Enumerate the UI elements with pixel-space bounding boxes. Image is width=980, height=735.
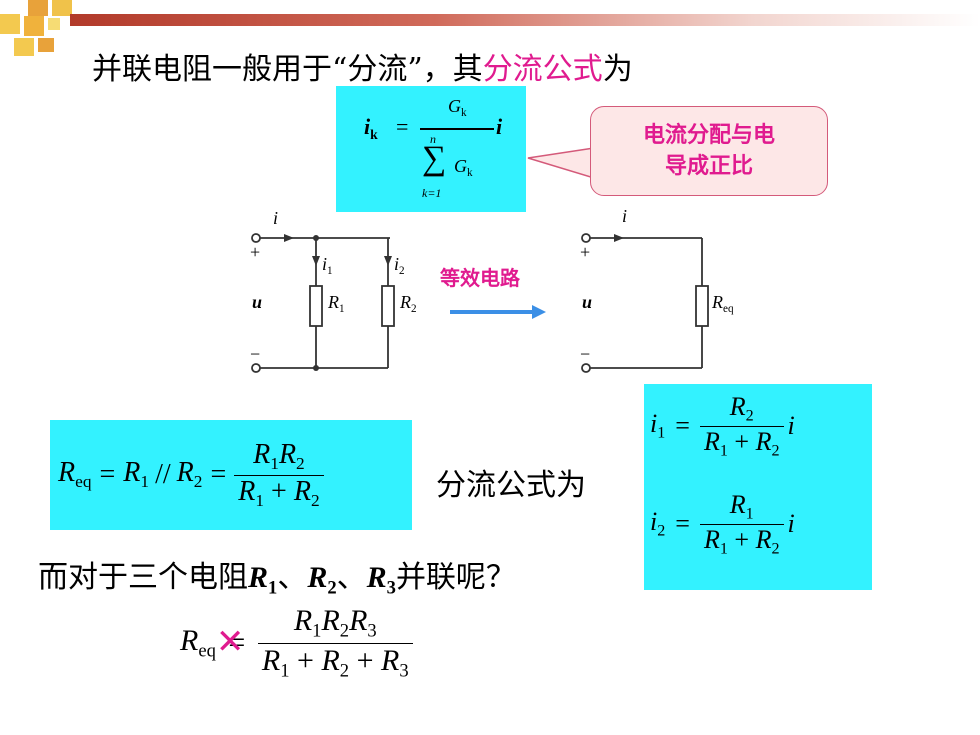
left-plus: + — [250, 242, 261, 262]
resistor-req — [695, 285, 709, 327]
formula-i1: i1 = R2 R1 + R2 i — [650, 392, 795, 460]
current-split-formula-box: i1 = R2 R1 + R2 i i2 = R1 R1 + R2 i — [644, 384, 872, 590]
resistor-r2 — [381, 285, 395, 327]
formula-rhs: i — [496, 114, 503, 139]
req-r2: R2 — [176, 457, 203, 492]
divider-formula-label: 分流公式为 — [436, 468, 586, 503]
req-r1: R1 — [123, 457, 150, 492]
terminal-bottom — [251, 363, 261, 373]
current-divider-formula-box: ik = Gk n ∑ k=1 Gk i — [336, 86, 526, 212]
parallel-circuit-diagram — [251, 233, 395, 373]
callout-pointer — [527, 147, 596, 180]
question-r1: R1 — [248, 561, 278, 599]
req-lhs: Req — [58, 457, 92, 492]
req-parallel: // — [155, 459, 171, 490]
formula-denominator: Gk — [454, 156, 473, 179]
left-voltage-u: u — [252, 292, 263, 312]
sum-upper: n — [430, 132, 436, 146]
formula-fraction-bar — [420, 128, 494, 130]
title-prefix: 并联电阻一般用于“分流”，其 — [92, 52, 483, 87]
right-plus: + — [580, 242, 591, 262]
question-line: 而对于三个电阻R1、R2、R3并联呢？ — [38, 560, 516, 599]
top-bar — [70, 14, 980, 26]
callout-text: 电流分配与电导成正比 — [642, 122, 775, 179]
req-eq2: = — [210, 459, 227, 490]
left-current-i: i — [273, 208, 279, 228]
right-current-i: i — [622, 206, 628, 226]
equivalent-circuit-diagram — [581, 233, 709, 373]
callout-bubble: 电流分配与电导成正比 — [590, 106, 828, 196]
right-voltage-u: u — [582, 292, 593, 312]
title-highlight: 分流公式 — [482, 52, 603, 87]
label-i2: i2 — [394, 254, 405, 277]
formula-eq: = — [396, 114, 409, 139]
corner-logo — [0, 0, 80, 60]
formula-lhs: ik — [364, 114, 378, 142]
label-req: Req — [712, 292, 734, 315]
three-fraction: R1R2R3 R1 + R2 + R3 — [257, 604, 413, 682]
label-r2: R2 — [400, 292, 417, 315]
wrong-mark-icon: ✕ — [215, 622, 245, 662]
question-r2: R2 — [307, 561, 337, 599]
sum-lower: k=1 — [422, 186, 442, 200]
question-r3: R3 — [366, 561, 396, 599]
three-eq: = ✕ — [215, 622, 246, 662]
slide-title: 并联电阻一般用于“分流”，其分流公式为 — [92, 44, 633, 88]
terminal-top — [251, 233, 261, 243]
req-eq1: = — [99, 459, 116, 490]
equiv-circuit-label: 等效电路 — [440, 266, 520, 290]
formula-i2: i2 = R1 R1 + R2 i — [650, 490, 795, 558]
left-minus: − — [250, 344, 261, 364]
label-r1: R1 — [328, 292, 345, 315]
resistor-r1 — [309, 285, 323, 327]
formula-numerator: Gk — [448, 96, 467, 119]
equiv-arrow — [450, 305, 546, 319]
req-fraction: R1R2 R1 + R2 — [234, 439, 324, 510]
title-suffix: 为 — [602, 52, 633, 87]
label-i1: i1 — [322, 254, 333, 277]
right-minus: − — [580, 344, 591, 364]
req-formula-box: Req = R1 // R2 = R1R2 R1 + R2 — [50, 420, 412, 530]
three-lhs: Req — [180, 623, 216, 662]
sum-symbol: ∑ — [422, 140, 447, 177]
three-resistor-formula: Req = ✕ R1R2R3 R1 + R2 + R3 — [180, 604, 413, 682]
